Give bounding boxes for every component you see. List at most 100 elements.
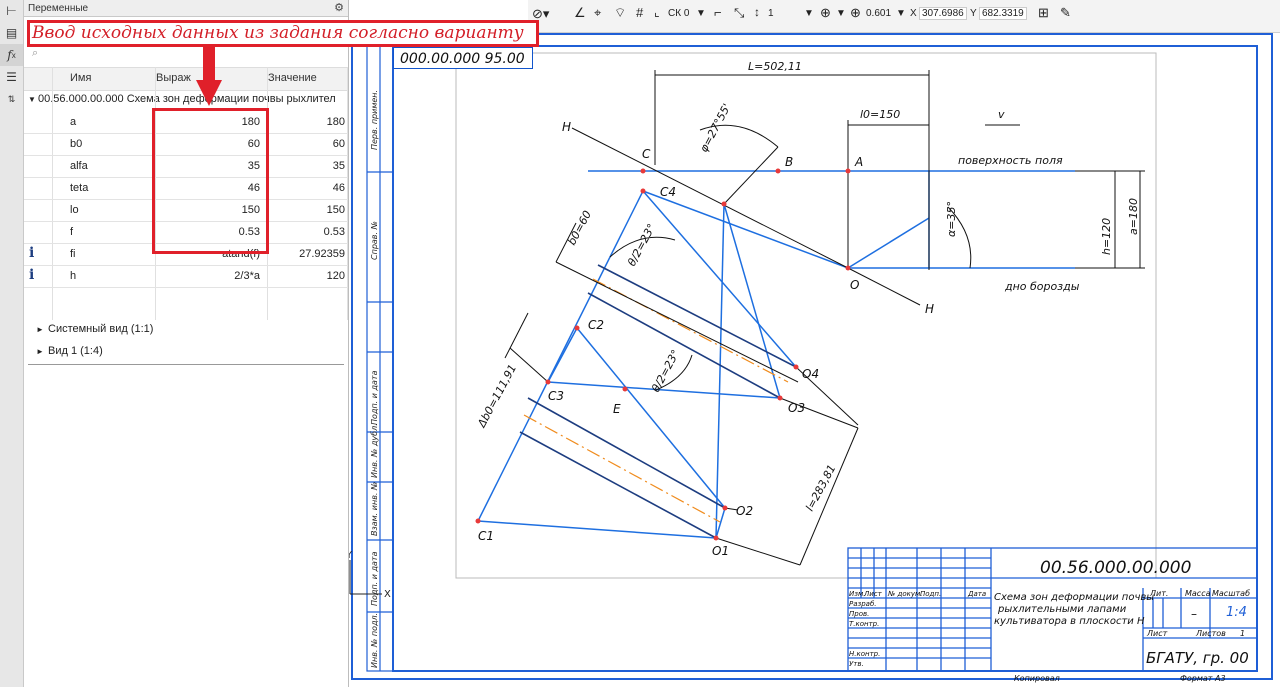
chevron-right-icon[interactable]: ► [36,325,44,334]
var-expression[interactable]: 46 [247,182,260,194]
table-row[interactable]: lo 150 150 [24,199,348,222]
step-icon[interactable]: ⌐ [714,5,722,20]
drawing-canvas[interactable]: Перв. примен. Справ. № Подп. и дата Инв.… [349,33,1280,687]
column-header-name[interactable]: Имя [70,72,92,84]
stamp-label: Инв. № подл. [370,613,379,668]
var-name: b0 [70,138,83,150]
label-O: O [850,278,859,292]
table-row[interactable]: teta 46 46 [24,177,348,200]
table-row-empty[interactable] [24,287,348,309]
var-value: 35 [332,160,345,172]
snap-local-icon[interactable]: ⌔ [614,5,627,20]
drawing-number-tag: 000.00.000 95.00 [393,47,533,69]
dim-a: a=180 [1127,198,1140,235]
y-coordinate-field[interactable]: 682.3319 [979,7,1027,20]
var-expression[interactable]: 60 [247,138,260,150]
table-row[interactable]: b0 60 60 [24,133,348,156]
point-labels: H C B A C4 O H C2 E O4 O3 C3 O2 C1 O1 [478,120,934,558]
chevron-down-icon[interactable]: ▼ [836,8,846,19]
stamp-label: Справ. № [370,221,379,260]
variables-panel: Переменные ⚙ ⌕ Имя Выраж Значение ▼ 00.5… [24,0,349,687]
scale-value: 1:4 [1226,605,1247,620]
point-markers [475,168,851,541]
drawing-svg[interactable]: Перв. примен. Справ. № Подп. и дата Инв.… [349,33,1280,687]
drawing-title-line: культиватора в плоскости Н [994,616,1145,627]
label-O2: O2 [736,504,753,518]
dim-v: v [998,108,1005,121]
dim-theta-1: θ/2=23° [625,222,658,269]
label-C3: C3 [548,389,564,403]
column-header-value[interactable]: Значение [268,72,317,84]
copied-label: Копировал [1014,674,1060,683]
var-name: alfa [70,160,88,172]
tree-icon[interactable]: ⊢ [6,4,17,18]
step-value[interactable]: 1 [768,8,774,19]
var-expression[interactable]: 180 [241,116,260,128]
info-icon: i [29,267,35,283]
construction-lines [477,170,1075,539]
var-name: lo [70,204,79,216]
tangent-icon[interactable]: ⤡ [734,5,745,20]
mass-value: – [1191,607,1197,621]
table-row[interactable]: f 0.53 0.53 [24,221,348,244]
label-B: B [785,155,793,169]
zoom-icon[interactable]: ⊕ [850,5,861,20]
snap-icon[interactable]: ⌖ [594,5,602,20]
chevron-down-icon[interactable]: ▼ [804,8,814,19]
cs-label[interactable]: СК 0 [668,8,690,19]
brush-icon[interactable]: ⊘▾ [532,6,550,21]
table-row[interactable]: alfa 35 35 [24,155,348,178]
format-label: Формат А3 [1180,674,1226,683]
dimension-labels: L=502,11 l0=150 v φ=27°55' b0=60 θ/2=23°… [475,60,1140,513]
ortho-icon[interactable]: ∠ [574,5,586,20]
var-expression[interactable]: 2/3*a [234,270,260,282]
var-name: a [70,116,77,128]
title-block-text: 00.56.000.00.000 Схема зон деформации по… [849,558,1250,683]
snap-point-icon[interactable]: ⊞ [1038,5,1049,20]
note-furrow-bottom: дно борозды [1004,280,1080,293]
chevron-right-icon[interactable]: ► [36,347,44,356]
head-date: Дата [967,590,986,598]
step-height-icon[interactable]: ↕ [754,5,760,19]
x-coordinate-field[interactable]: 307.6986 [919,7,967,20]
var-expression[interactable]: 0.53 [238,226,260,238]
pipette-icon[interactable]: ✎ [1060,5,1071,20]
var-value: 60 [332,138,345,150]
chevron-down-icon[interactable]: ▼ [696,8,706,19]
grid-icon[interactable]: # [636,5,644,20]
axis-marker [349,560,382,595]
var-expression[interactable]: 35 [247,160,260,172]
table-row[interactable]: a 180 180 [24,111,348,134]
column-header-expression[interactable]: Выраж [156,72,191,84]
chevron-down-icon[interactable]: ▼ [896,8,906,19]
stamp-label: Подп. и дата [370,370,379,425]
zoom-value[interactable]: 0.601 [866,8,892,19]
layers-icon[interactable]: ☰ [6,70,17,84]
var-value: 120 [326,270,345,282]
search-row[interactable]: ⌕ [24,47,348,67]
view-item[interactable]: ► Системный вид (1:1) [24,318,348,340]
cs-icon[interactable]: ⌞ [654,5,660,19]
sort-icon[interactable]: ⇅ [7,93,16,104]
label-O4: O4 [802,367,819,381]
table-row[interactable]: i h 2/3*a 120 [24,265,348,288]
panel-title: Переменные [28,2,89,14]
dim-l: l=283,81 [803,462,838,513]
label-O1: O1 [712,544,729,558]
view-item[interactable]: ► Вид 1 (1:4) [24,340,348,362]
dim-L: L=502,11 [748,60,802,73]
properties-icon[interactable]: ▤ [5,26,18,40]
down-arrow-icon [196,44,222,106]
zoom-window-icon[interactable]: ⊕ [820,5,831,20]
group-row[interactable]: ▼ 00.56.000.00.000 Схема зон деформации … [24,89,348,111]
gear-icon[interactable]: ⚙ [334,2,344,14]
head-doc: № докум. [887,590,923,598]
label-C: C [642,147,651,161]
var-expression[interactable]: 150 [241,204,260,216]
var-value: 0.53 [323,226,345,238]
var-name: h [70,270,77,282]
chevron-down-icon[interactable]: ▼ [28,95,36,104]
drawing-title-line: рыхлительными лапами [997,604,1127,615]
role-utv: Утв. [849,660,864,668]
